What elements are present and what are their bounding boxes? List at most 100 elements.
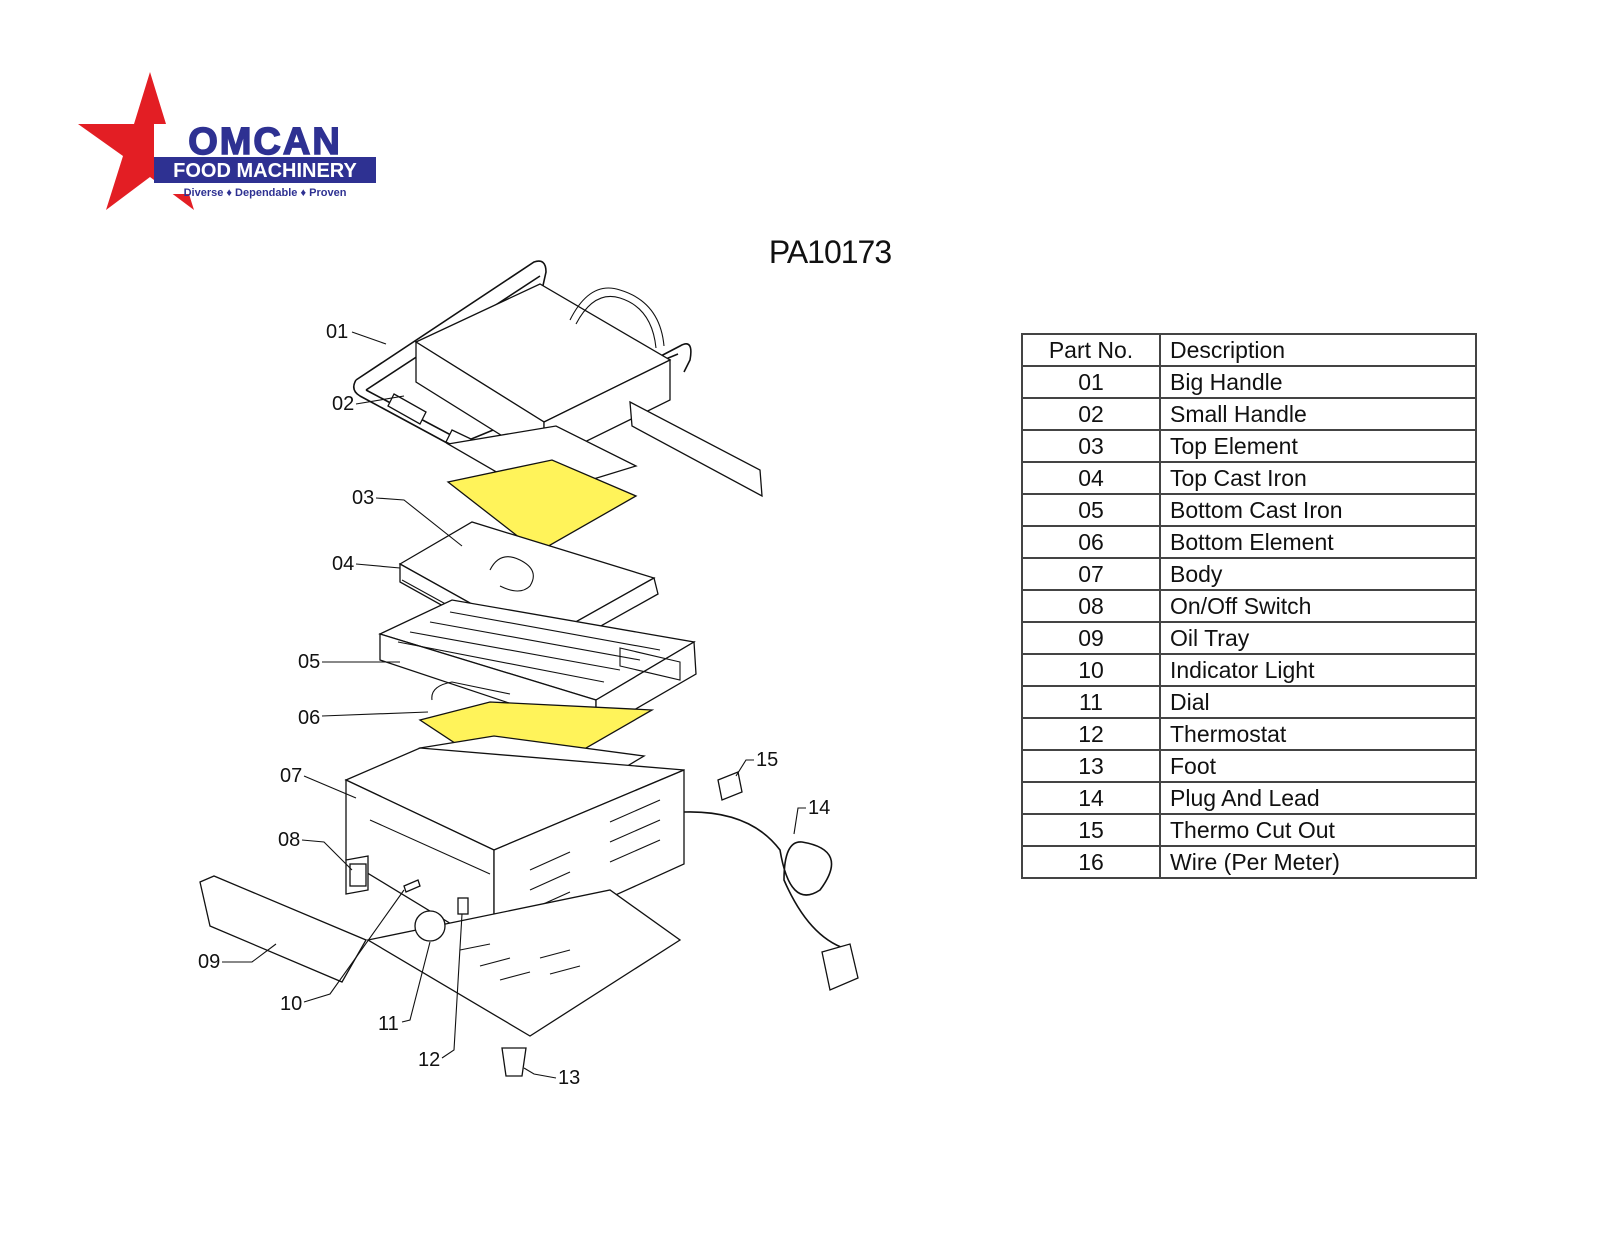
part-no-cell: 11 [1021, 685, 1161, 719]
omcan-logo: OMCAN FOOD MACHINERY Diverse ♦ Dependabl… [78, 72, 376, 210]
part-no-cell: 06 [1021, 525, 1161, 559]
description-cell: Top Cast Iron [1159, 461, 1477, 495]
svg-text:15: 15 [756, 749, 778, 771]
svg-text:05: 05 [298, 651, 320, 673]
star-icon [78, 72, 222, 210]
callout-04: 04 [332, 553, 401, 575]
description-cell: Dial [1159, 685, 1477, 719]
part-base-plate-drawing [366, 889, 682, 1037]
svg-text:14: 14 [808, 797, 830, 819]
part-no-cell: 07 [1021, 557, 1161, 591]
callout-08: 08 [278, 829, 353, 871]
svg-text:02: 02 [332, 393, 354, 415]
description-cell: Bottom Element [1159, 525, 1477, 559]
description-cell: Plug And Lead [1159, 781, 1477, 815]
svg-text:07: 07 [280, 765, 302, 787]
part-top-element-highlight [446, 459, 638, 553]
callout-09: 09 [198, 943, 277, 973]
part-no-cell: 01 [1021, 365, 1161, 399]
callout-12: 12 [418, 913, 463, 1071]
part-no-cell: 03 [1021, 429, 1161, 463]
part-no-cell: 12 [1021, 717, 1161, 751]
part-no-cell: 10 [1021, 653, 1161, 687]
part-thermostat-drawing [457, 897, 469, 915]
part-oil-tray-drawing [199, 875, 367, 983]
part-no-cell: 16 [1021, 845, 1161, 879]
description-cell: Small Handle [1159, 397, 1477, 431]
part-no-cell: 14 [1021, 781, 1161, 815]
part-no-cell: 08 [1021, 589, 1161, 623]
base-plate-vents [459, 943, 581, 981]
table-header-row: Part No. Description [1021, 333, 1477, 367]
part-dial-drawing [414, 910, 446, 942]
callout-03: 03 [352, 487, 463, 547]
description-cell: Foot [1159, 749, 1477, 783]
logo-subtitle: FOOD MACHINERY [173, 160, 357, 182]
svg-text:08: 08 [278, 829, 300, 851]
header-part-no: Part No. [1021, 333, 1161, 367]
svg-text:03: 03 [352, 487, 374, 509]
svg-text:04: 04 [332, 553, 354, 575]
svg-text:10: 10 [280, 993, 302, 1015]
part-no-cell: 15 [1021, 813, 1161, 847]
part-thermo-cut-out-drawing [717, 771, 743, 801]
description-cell: Big Handle [1159, 365, 1477, 399]
svg-text:09: 09 [198, 951, 220, 973]
part-no-cell: 04 [1021, 461, 1161, 495]
part-no-cell: 05 [1021, 493, 1161, 527]
description-cell: Bottom Cast Iron [1159, 493, 1477, 527]
description-cell: Indicator Light [1159, 653, 1477, 687]
callout-05: 05 [298, 651, 400, 673]
description-cell: Top Element [1159, 429, 1477, 463]
part-no-cell: 02 [1021, 397, 1161, 431]
description-cell: Wire (Per Meter) [1159, 845, 1477, 879]
callout-06: 06 [298, 707, 429, 729]
logo-tagline: Diverse ♦ Dependable ♦ Proven [184, 187, 347, 199]
callout-13: 13 [523, 1067, 580, 1089]
part-plug-drawing [821, 943, 859, 991]
callout-15: 15 [735, 749, 778, 777]
description-cell: Thermostat [1159, 717, 1477, 751]
callout-14: 14 [793, 797, 830, 835]
logo-subtitle-box [154, 157, 376, 183]
part-no-cell: 13 [1021, 749, 1161, 783]
callout-11: 11 [378, 941, 431, 1035]
part-indicator-light-drawing [403, 879, 421, 893]
model-number: PA10173 [768, 234, 892, 270]
callout-10: 10 [280, 889, 405, 1015]
logo-brand: OMCAN [188, 121, 342, 163]
header-description: Description [1159, 333, 1477, 367]
svg-text:11: 11 [378, 1013, 399, 1035]
part-foot-drawing [501, 1047, 527, 1077]
callout-07: 07 [280, 765, 357, 799]
description-cell: Body [1159, 557, 1477, 591]
description-cell: On/Off Switch [1159, 589, 1477, 623]
exploded-parts-diagram: 01 02 03 04 05 06 07 08 09 10 11 12 [198, 260, 859, 1089]
callout-01: 01 [326, 321, 387, 345]
part-no-cell: 09 [1021, 621, 1161, 655]
svg-text:01: 01 [326, 321, 348, 343]
svg-text:13: 13 [558, 1067, 580, 1089]
description-cell: Thermo Cut Out [1159, 813, 1477, 847]
svg-text:06: 06 [298, 707, 320, 729]
svg-text:12: 12 [418, 1049, 440, 1071]
part-plug-lead-drawing [683, 811, 851, 951]
part-switch-drawing [349, 863, 367, 887]
callout-02: 02 [332, 393, 405, 415]
